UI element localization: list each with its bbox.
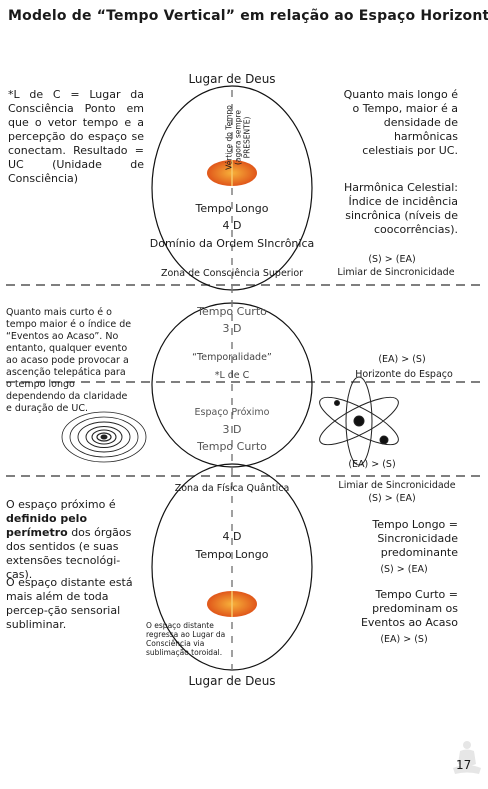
ea-gt-s-3: (EA) > (S) (380, 634, 428, 645)
upper-zone-domain: Domínio da Ordem SIncrônica (149, 237, 315, 250)
page-number: 17 (456, 758, 472, 772)
long-time-dominant: Tempo Longo = Sincronicidade predominant… (372, 518, 458, 559)
sync-limit-bottom: Limiar de Sincronicidade (338, 480, 456, 491)
middle-zone-dim: 3 D (222, 322, 242, 335)
lower-zone-label: Zona da Física Quântica (174, 483, 290, 494)
harmonic-note: Harmônica Celestial: Índice de incidênci… (344, 181, 458, 236)
long-time-note: Quanto mais longo é o Tempo, maior é a d… (343, 88, 458, 157)
s-gt-ea-3: (S) > (EA) (380, 564, 428, 575)
bottom-place-label: Lugar de Deus (188, 674, 276, 688)
lc-label: *L de C (214, 370, 250, 381)
s-gt-ea-bottom: (S) > (EA) (368, 493, 416, 504)
middle-zone-name2: Tempo Curto (197, 440, 267, 453)
upper-zone-label: Zona de Consciência Superior (160, 268, 304, 279)
upper-zone-name: Tempo Longo (195, 202, 269, 215)
horizon-label: Horizonte do Espaço (355, 369, 453, 380)
ea-gt-s-2: (EA) > (S) (348, 459, 396, 470)
far-return-note: O espaço distante regressa ao Lugar da C… (146, 621, 226, 657)
atom-icon (319, 376, 399, 466)
near-space-note: O espaço próximo é definido pelo perímet… (6, 498, 132, 581)
top-place-label: Lugar de Deus (188, 72, 276, 86)
short-time-note: Quanto mais curto é o tempo maior é o ín… (6, 307, 132, 414)
lower-zone-dim: 4 D (222, 530, 242, 543)
middle-zone-dim2: 3 D (222, 423, 242, 436)
page-title: Modelo de “Tempo Vertical” em relação ao… (8, 8, 488, 24)
temporality-label: “Temporalidade” (192, 352, 272, 363)
middle-zone-name: Tempo Curto (197, 305, 267, 318)
lc-definition: *L de C = Lugar da Consciência Ponto em … (8, 88, 144, 185)
sync-limit-top: Limiar de Sincronicidade (337, 267, 455, 278)
upper-zone-dim: 4 D (222, 219, 242, 232)
ea-gt-s-1: (EA) > (S) (378, 354, 426, 365)
vertex-label: Vértice do Tempo (agora sempre PRESENTE) (224, 105, 252, 170)
far-space-note: O espaço distante está mais além de toda… (6, 576, 133, 631)
concentric-waves-icon (61, 411, 147, 463)
lower-zone-name: Tempo Longo (195, 548, 269, 561)
meditation-figure-icon (453, 741, 481, 774)
s-gt-ea-top: (S) > (EA) (368, 254, 416, 265)
near-space-label: Espaço Próximo (194, 407, 270, 418)
short-time-dominant: Tempo Curto = predominam os Eventos ao A… (360, 588, 458, 629)
